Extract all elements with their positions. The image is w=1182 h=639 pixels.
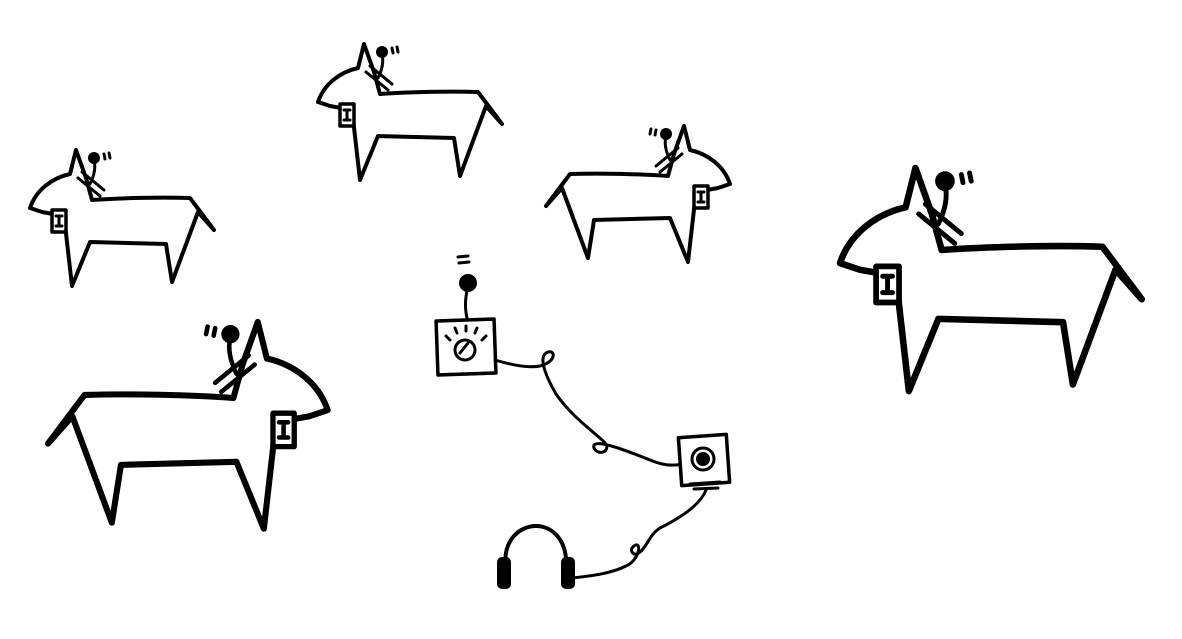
dog-icon xyxy=(28,148,216,288)
dog-icon xyxy=(316,42,504,182)
dog-icon xyxy=(544,124,732,264)
radio-receiver xyxy=(434,254,498,377)
dog-4 xyxy=(48,322,328,529)
dog-3 xyxy=(544,124,732,264)
dog-icon xyxy=(840,168,1142,391)
cable xyxy=(570,488,708,580)
headphones xyxy=(497,524,575,589)
dog-2 xyxy=(316,42,504,182)
headphones-icon xyxy=(497,524,575,589)
dog-icon xyxy=(48,322,328,529)
antenna-icon xyxy=(456,254,477,320)
dog-5 xyxy=(840,168,1142,391)
dog-1 xyxy=(28,148,216,288)
speaker-knob-icon xyxy=(690,446,716,472)
tuning-dial-icon xyxy=(444,324,488,362)
cable xyxy=(493,350,684,467)
amplifier xyxy=(676,432,732,491)
